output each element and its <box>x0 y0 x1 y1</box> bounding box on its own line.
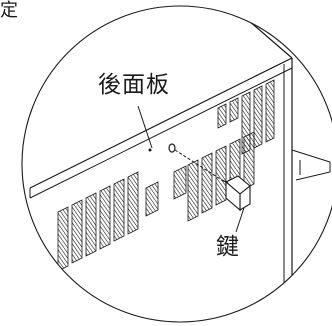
vent-slot <box>85 192 97 257</box>
corner-text: 定 <box>0 0 18 21</box>
key-leader-line <box>235 207 245 233</box>
vent-slot <box>127 171 139 235</box>
vent-slots-upper <box>217 79 275 155</box>
back-panel-leader-line <box>137 105 153 149</box>
vent-slot-short <box>173 165 187 200</box>
vent-slot <box>241 91 251 155</box>
magnifier-circle <box>21 5 332 323</box>
vent-slot <box>187 159 199 222</box>
vent-slot <box>201 152 213 214</box>
key-insertion-path <box>174 149 229 185</box>
lid-edge <box>247 19 293 59</box>
vent-slot-short <box>229 97 239 123</box>
vent-slot <box>253 85 263 149</box>
vent-slot <box>71 199 83 264</box>
vent-slot-short <box>217 103 227 129</box>
panel-top-edge-inner <box>29 67 293 199</box>
vent-slot <box>99 185 111 250</box>
screw-dot <box>148 148 152 152</box>
key-icon <box>221 175 251 212</box>
magnified-view-content <box>29 19 331 320</box>
vent-slots-lower <box>57 131 255 272</box>
key-label: 鍵 <box>216 234 239 260</box>
vent-slot <box>113 178 125 242</box>
vent-slot <box>57 206 69 272</box>
vent-slot <box>265 79 275 143</box>
back-panel-label: 後面板 <box>98 72 170 98</box>
key-slot <box>168 143 176 153</box>
rear-bracket <box>291 149 331 181</box>
vent-slot <box>215 145 227 206</box>
vent-slot-short <box>145 181 159 217</box>
panel-top-edge <box>29 57 293 189</box>
